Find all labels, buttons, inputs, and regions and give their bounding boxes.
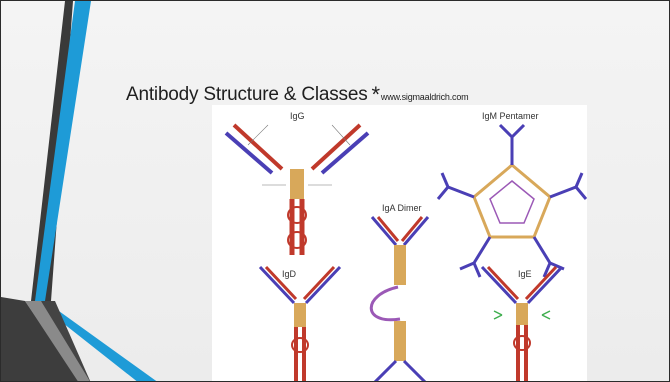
iga-upper-stem xyxy=(394,245,406,285)
igg-molecule: IgG xyxy=(226,111,368,255)
decorative-stripes xyxy=(1,1,161,382)
igm-arm-top xyxy=(500,125,524,165)
slide-title-text: Antibody Structure & Classes xyxy=(126,84,368,105)
ige-fc xyxy=(518,325,526,382)
igd-hinge xyxy=(294,303,306,327)
source-credit: www.sigmaaldrich.com xyxy=(381,92,469,102)
igm-arm-right xyxy=(550,173,586,199)
iga-dimer: IgA Dimer xyxy=(371,203,428,382)
slide-title: Antibody Structure & Classes*www.sigmaal… xyxy=(126,80,468,106)
iga-top-arms-heavy xyxy=(378,217,422,241)
igg-annotation-1 xyxy=(248,125,268,145)
igm-pentamer: IgM Pentamer xyxy=(438,111,586,277)
igd-label: IgD xyxy=(282,269,297,279)
igg-hinge xyxy=(290,169,304,199)
iga-j-chain xyxy=(371,287,400,320)
iga-bottom-arms xyxy=(374,361,426,382)
igm-inner xyxy=(490,181,534,223)
igm-label: IgM Pentamer xyxy=(482,111,539,121)
igg-label: IgG xyxy=(290,111,305,121)
igd-fc xyxy=(296,327,304,382)
iga-lower-stem xyxy=(394,321,406,361)
iga-label: IgA Dimer xyxy=(382,203,422,213)
antibody-diagram: IgG IgM Pentamer xyxy=(212,105,587,382)
ige-molecule: IgE xyxy=(482,267,562,382)
ige-label: IgE xyxy=(518,269,532,279)
title-asterisk: * xyxy=(372,82,380,107)
igm-core xyxy=(474,165,550,237)
antibody-figure: IgG IgM Pentamer xyxy=(212,105,587,382)
igm-arm-left xyxy=(438,173,474,199)
ige-hinge xyxy=(516,303,528,325)
igd-molecule: IgD xyxy=(260,267,340,382)
